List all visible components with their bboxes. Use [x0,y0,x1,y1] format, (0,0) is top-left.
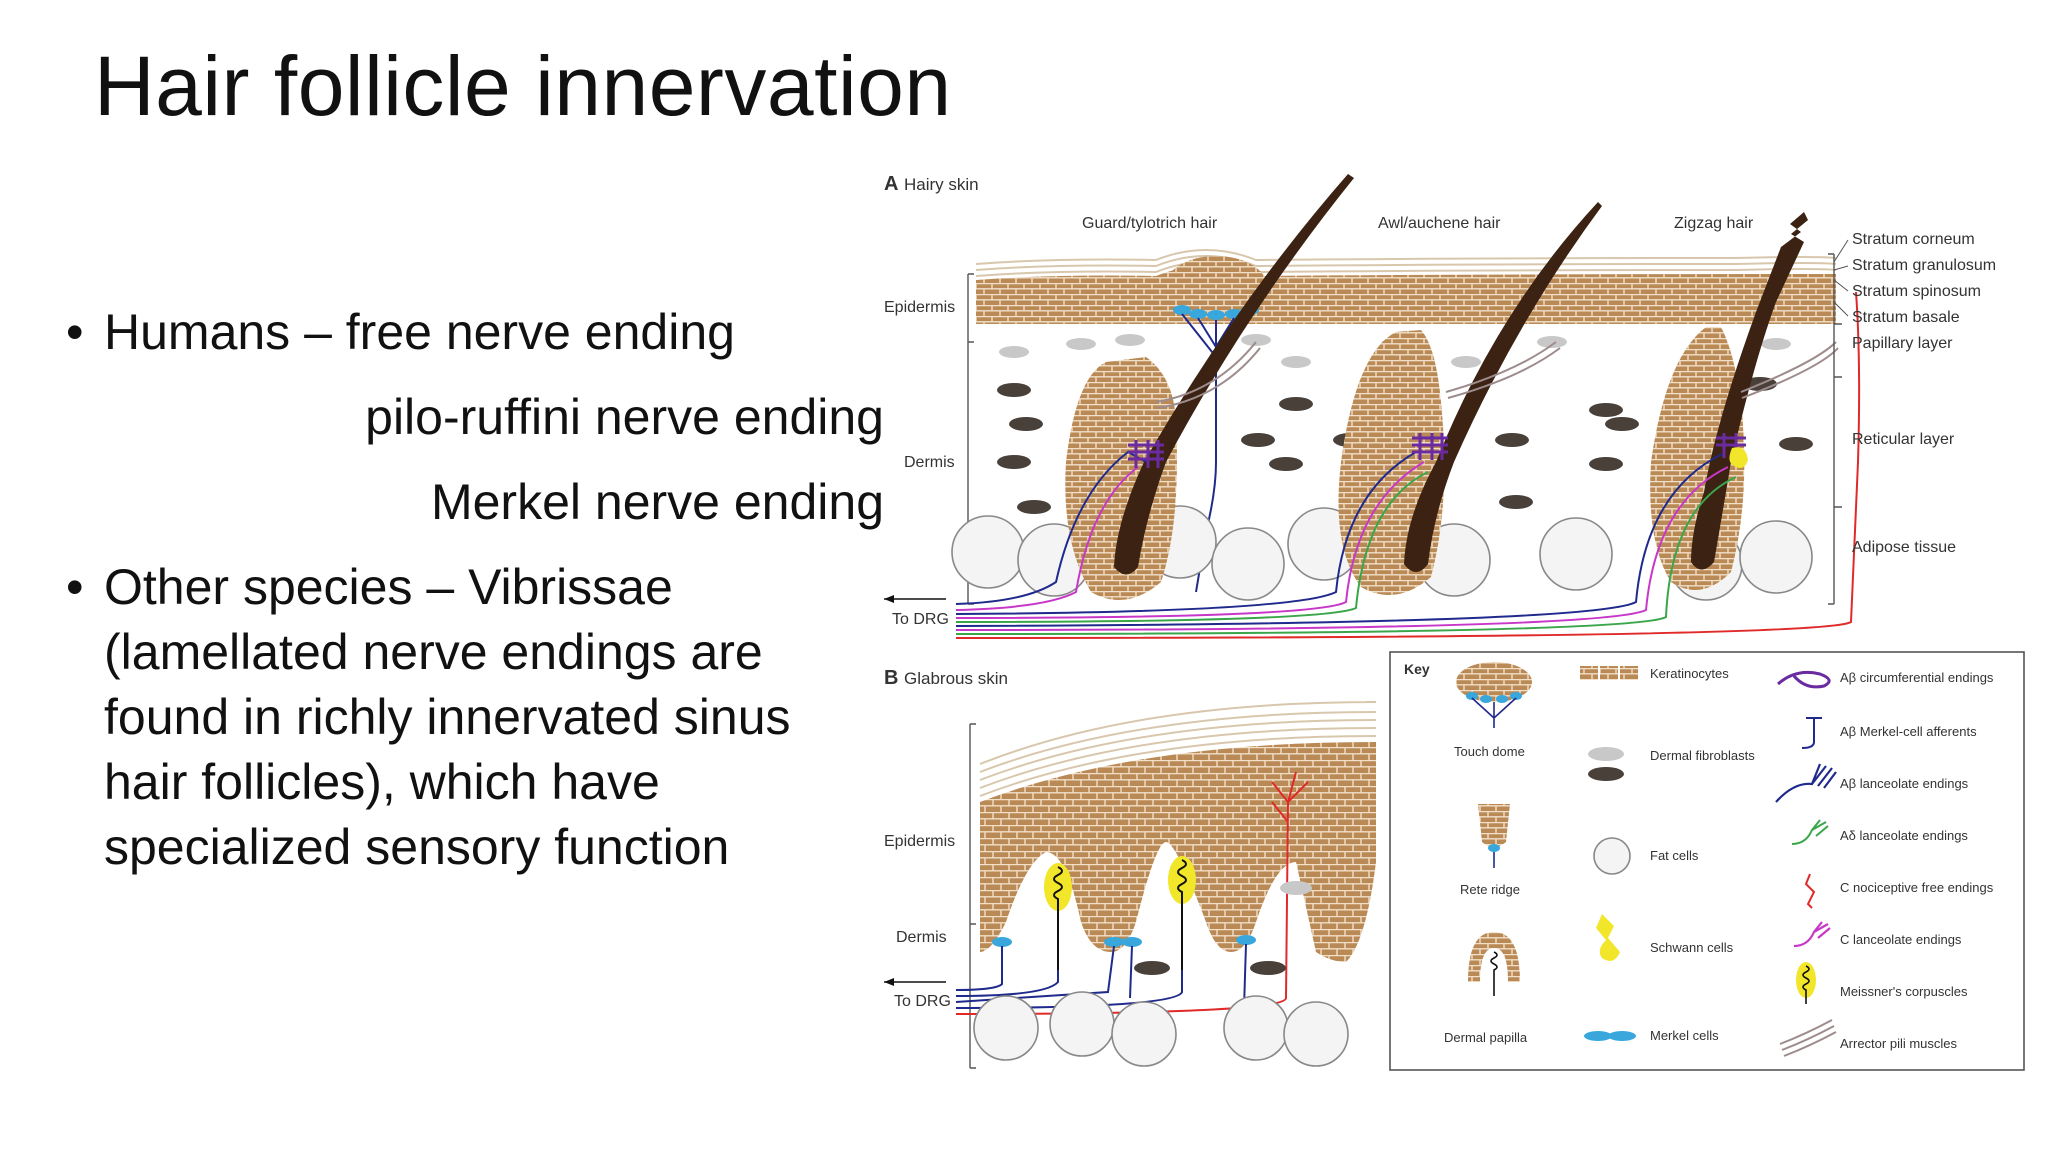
label-dermis-b: Dermis [896,929,947,946]
key-label-schwann-cells: Schwann cells [1650,940,1734,955]
key-label-adelta-lanceolate: Aδ lanceolate endings [1840,828,1968,843]
hair-label-guard: Guard/tylotrich hair [1082,215,1218,232]
key-dermal-papilla-icon [1468,932,1520,996]
key-fibroblasts-icon [1588,747,1624,781]
bullet-other-species: • Other species – Vibrissae (lamellated … [66,555,886,880]
glabrous-epidermis [980,742,1376,962]
bullet-line: Humans – free nerve ending [104,304,735,360]
c-nociceptive-free-ending-b [955,771,1309,1015]
meissner-fibres [1053,859,1187,970]
stratum-leaders [1833,239,1849,317]
key-label-fat-cells: Fat cells [1650,848,1699,863]
hair-follicle-diagram: A Hairy skin Guard/tylotrich hair Awl/au… [884,173,2025,1071]
bullet-sub-line: Merkel nerve ending [430,474,884,530]
key-meissner-icon [1796,962,1816,1004]
glabrous-fibroblast-light [1280,881,1312,895]
label-adipose-tissue: Adipose tissue [1852,539,1956,556]
panel-b-title: Glabrous skin [904,669,1008,688]
key-label-keratinocytes: Keratinocytes [1650,666,1729,681]
key-label-dermal-fibroblasts: Dermal fibroblasts [1650,748,1755,763]
key-keratinocytes-icon [1580,666,1638,680]
glabrous-fibroblasts [1134,961,1286,975]
panel-a-title: Hairy skin [904,175,979,194]
key-label-c-nociceptive: C nociceptive free endings [1840,880,1994,895]
label-dermis-a: Dermis [904,454,955,471]
bullet-line: found in richly innervated sinus [104,689,791,745]
bullet-humans: • Humans – free nerve ending pilo-ruffin… [66,300,886,535]
epidermis-keratinocytes-a [976,266,1836,324]
bullet-line: specialized sensory function [104,819,730,875]
adipose-fat-cells-b [973,991,1349,1067]
label-to-drg-a: To DRG [892,611,949,628]
label-stratum-basale: Stratum basale [1852,309,1960,326]
panel-a-hairy-skin: A Hairy skin Guard/tylotrich hair Awl/au… [884,173,1996,639]
key-abeta-circumferential-icon [1777,670,1831,689]
key-label-abeta-circumferential: Aβ circumferential endings [1840,670,1994,685]
left-bracket-b [969,723,976,1069]
to-drg-arrowhead-a [884,595,894,603]
label-papillary-layer: Papillary layer [1852,335,1953,352]
meissner-corpuscles [1044,856,1196,911]
key-label-abeta-lanceolate: Aβ lanceolate endings [1840,776,1969,791]
key-label-abeta-merkel: Aβ Merkel-cell afferents [1840,724,1977,739]
key-label-touch-dome: Touch dome [1454,744,1525,759]
key-abeta-lanceolate-icon [1775,763,1837,803]
key-touch-dome-icon [1456,662,1532,728]
hair-shafts [1114,174,1808,575]
key-rete-ridge-icon [1478,804,1510,868]
bullet-dot-icon: • [66,304,84,360]
key-title: Key [1404,661,1430,677]
key-label-merkel-cells: Merkel cells [1650,1028,1719,1043]
nerve-fibres-a [955,291,1861,639]
label-reticular-layer: Reticular layer [1852,431,1955,448]
bullet-dot-icon: • [66,559,84,615]
key-arrector-pili-icon [1779,1019,1837,1057]
label-stratum-spinosum: Stratum spinosum [1852,283,1981,300]
figure-key: Key Touch dome Rete ridge Dermal papilla… [1389,651,2025,1071]
key-label-dermal-papilla: Dermal papilla [1444,1030,1528,1045]
key-adelta-lanceolate-icon [1791,819,1829,845]
panel-b-letter: B [884,667,898,689]
key-abeta-merkel-icon [1801,717,1822,749]
hair-follicles [1065,327,1745,600]
right-bracket-a [1828,253,1842,605]
stratum-corneum-lines [975,249,1837,277]
key-merkel-cells-icon [1584,1031,1636,1041]
circumferential-endings [1128,433,1746,468]
hair-label-zigzag: Zigzag hair [1674,215,1754,232]
key-box [1389,651,2025,1071]
touch-dome [1164,256,1268,320]
key-label-meissner: Meissner's corpuscles [1840,984,1968,999]
key-schwann-cells-icon [1596,914,1620,961]
key-label-arrector-pili: Arrector pili muscles [1840,1036,1958,1051]
bullet-line: hair follicles), which have [104,754,660,810]
key-c-nociceptive-icon [1804,873,1816,909]
key-c-lanceolate-icon [1793,921,1831,948]
label-stratum-granulosum: Stratum granulosum [1852,257,1996,274]
key-label-c-lanceolate: C lanceolate endings [1840,932,1962,947]
bullet-sub-line: pilo-ruffini nerve ending [365,389,884,445]
label-stratum-corneum: Stratum corneum [1852,231,1975,248]
label-to-drg-b: To DRG [894,993,951,1010]
left-bracket-a [967,273,974,605]
key-label-rete-ridge: Rete ridge [1460,882,1520,897]
bullet-line: Other species – Vibrissae [104,559,673,615]
schwann-cell-a [1729,447,1748,468]
bullet-line: (lamellated nerve endings are [104,624,763,680]
slide-title: Hair follicle innervation [94,39,952,133]
panel-b-glabrous-skin: B Glabrous skin Epidermis Dermis To DRG [884,667,1377,1069]
merkel-cells-b [992,935,1256,947]
to-drg-arrowhead-b [884,978,894,986]
label-epidermis-b: Epidermis [884,833,955,850]
label-epidermis-a: Epidermis [884,299,955,316]
bullet-list: • Humans – free nerve ending pilo-ruffin… [66,300,886,880]
panel-a-letter: A [884,173,898,195]
glabrous-corneum-lines [979,701,1377,797]
key-fat-cells-icon [1593,837,1631,875]
hair-label-awl: Awl/auchene hair [1378,215,1501,232]
